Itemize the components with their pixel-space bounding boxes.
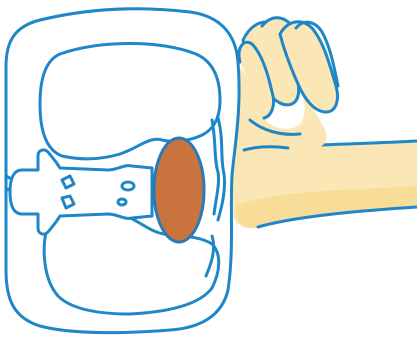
organ bbox=[154, 138, 204, 242]
